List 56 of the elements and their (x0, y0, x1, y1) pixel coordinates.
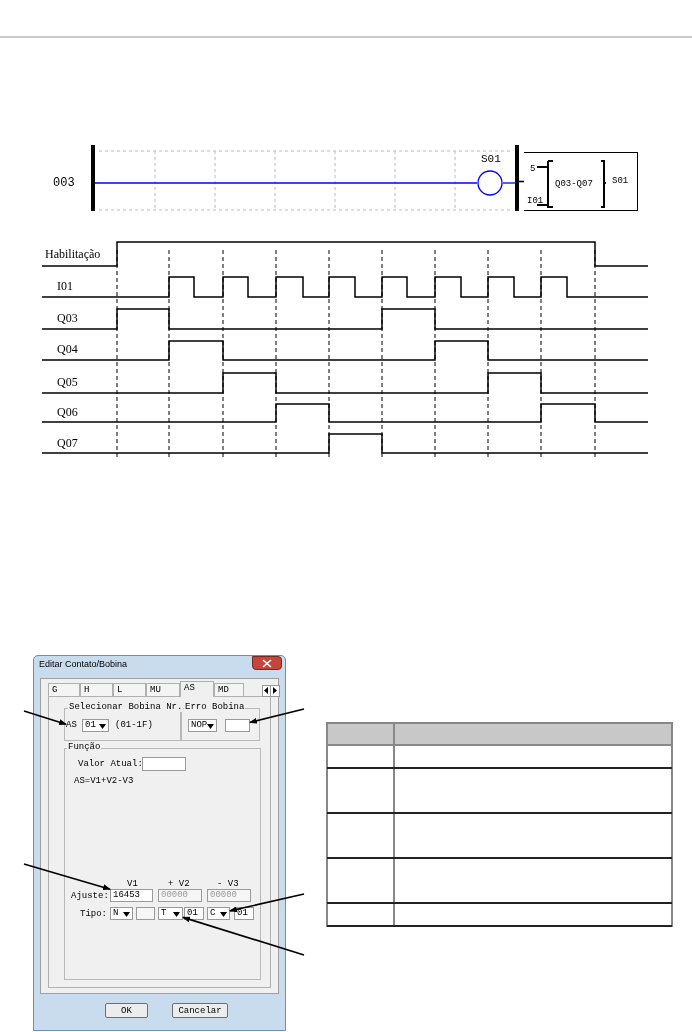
formula-text: AS=V1+V2-V3 (74, 777, 134, 786)
dropdown: T (158, 907, 183, 920)
field-label: Valor Atual: (78, 760, 143, 769)
wire (518, 180, 525, 183)
input-field (225, 719, 250, 732)
field-label: Ajuste: (71, 892, 109, 901)
tab: MD (214, 683, 244, 696)
group-title: Função (67, 743, 102, 752)
tab: G (48, 683, 80, 696)
signal-label: Q06 (57, 406, 78, 418)
dropdown: NOP (188, 719, 217, 732)
tab: AS (180, 681, 214, 697)
field-label: AS (66, 721, 80, 732)
block-text: I01 (527, 197, 544, 206)
signal-label: I01 (57, 280, 73, 292)
wire (94, 182, 478, 184)
input-field (142, 757, 186, 771)
block-text: Q03-Q07 (555, 180, 593, 189)
column-heading: V1 (127, 880, 138, 889)
signal-label: Q04 (57, 343, 78, 355)
leader-line (229, 893, 305, 913)
field-label: Tipo: (80, 910, 107, 919)
tab: H (80, 683, 113, 696)
tab: MU (146, 683, 180, 696)
leader-line (182, 916, 305, 956)
signal-label: Q03 (57, 312, 78, 324)
input-field: 00000 (158, 889, 202, 902)
power-rail (515, 145, 519, 211)
dropdown: N (110, 907, 133, 920)
coil-symbol (477, 170, 503, 196)
cancel-button: Cancelar (172, 1003, 228, 1018)
input-field (136, 907, 155, 920)
group-title: Erro Bobina (184, 703, 246, 712)
power-rail (91, 145, 95, 211)
rung-number: 003 (53, 177, 75, 189)
signal-label: Habilitação (45, 248, 101, 260)
wire (502, 182, 516, 184)
block-text: S01 (612, 177, 629, 186)
column-heading: - V3 (217, 880, 239, 889)
tab: L (113, 683, 146, 696)
input-field: 16453 (110, 889, 153, 902)
input-field: 00000 (207, 889, 251, 902)
block-text: 5 (530, 165, 536, 174)
function-block (524, 152, 638, 211)
leader-line (249, 708, 305, 724)
dropdown: C (207, 907, 230, 920)
coil-label: S01 (481, 154, 501, 165)
signal-label: Q05 (57, 376, 78, 388)
ok-button: OK (105, 1003, 148, 1018)
group-title: Selecionar Bobina Nr. (68, 703, 184, 712)
dropdown: 01 (82, 719, 109, 732)
leader-line (23, 710, 67, 726)
window-title: Editar Contato/Bobina (39, 660, 128, 669)
leader-line (23, 863, 111, 891)
signal-label: Q07 (57, 437, 78, 449)
column-heading: + V2 (168, 880, 190, 889)
